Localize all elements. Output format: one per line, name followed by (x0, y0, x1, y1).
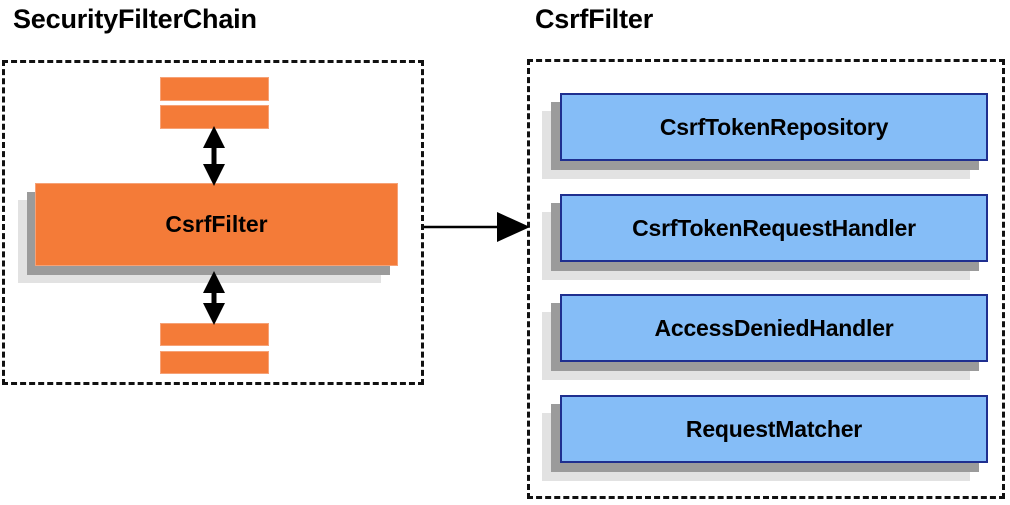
collaborator-box-csrftokenrequesthandler[interactable]: CsrfTokenRequestHandler (560, 194, 988, 262)
collaborator-box-accessdeniedhandler[interactable]: AccessDeniedHandler (560, 294, 988, 362)
csrffilter-box-label: CsrfFilter (165, 211, 268, 237)
csrffilter-panel (527, 59, 1005, 499)
securityfilterchain-title: SecurityFilterChain (13, 4, 257, 34)
filter-bar-below-2 (160, 351, 269, 374)
csrffilter-title: CsrfFilter (535, 4, 654, 34)
collaborator-label: RequestMatcher (685, 415, 863, 442)
filter-bar-above-2 (160, 105, 269, 129)
collaborator-label: CsrfTokenRequestHandler (632, 214, 916, 241)
collaborator-label: CsrfTokenRepository (659, 113, 889, 140)
securityfilterchain-panel (2, 60, 424, 385)
collaborator-box-requestmatcher[interactable]: RequestMatcher (560, 395, 988, 463)
csrffilter-box[interactable]: CsrfFilter (35, 183, 398, 266)
arrow-connector-right (424, 212, 530, 242)
filter-bar-below-1 (160, 323, 269, 346)
collaborator-label: AccessDeniedHandler (654, 314, 894, 341)
collaborator-box-csrftokenrepository[interactable]: CsrfTokenRepository (560, 93, 988, 161)
filter-bar-above-1 (160, 77, 269, 101)
